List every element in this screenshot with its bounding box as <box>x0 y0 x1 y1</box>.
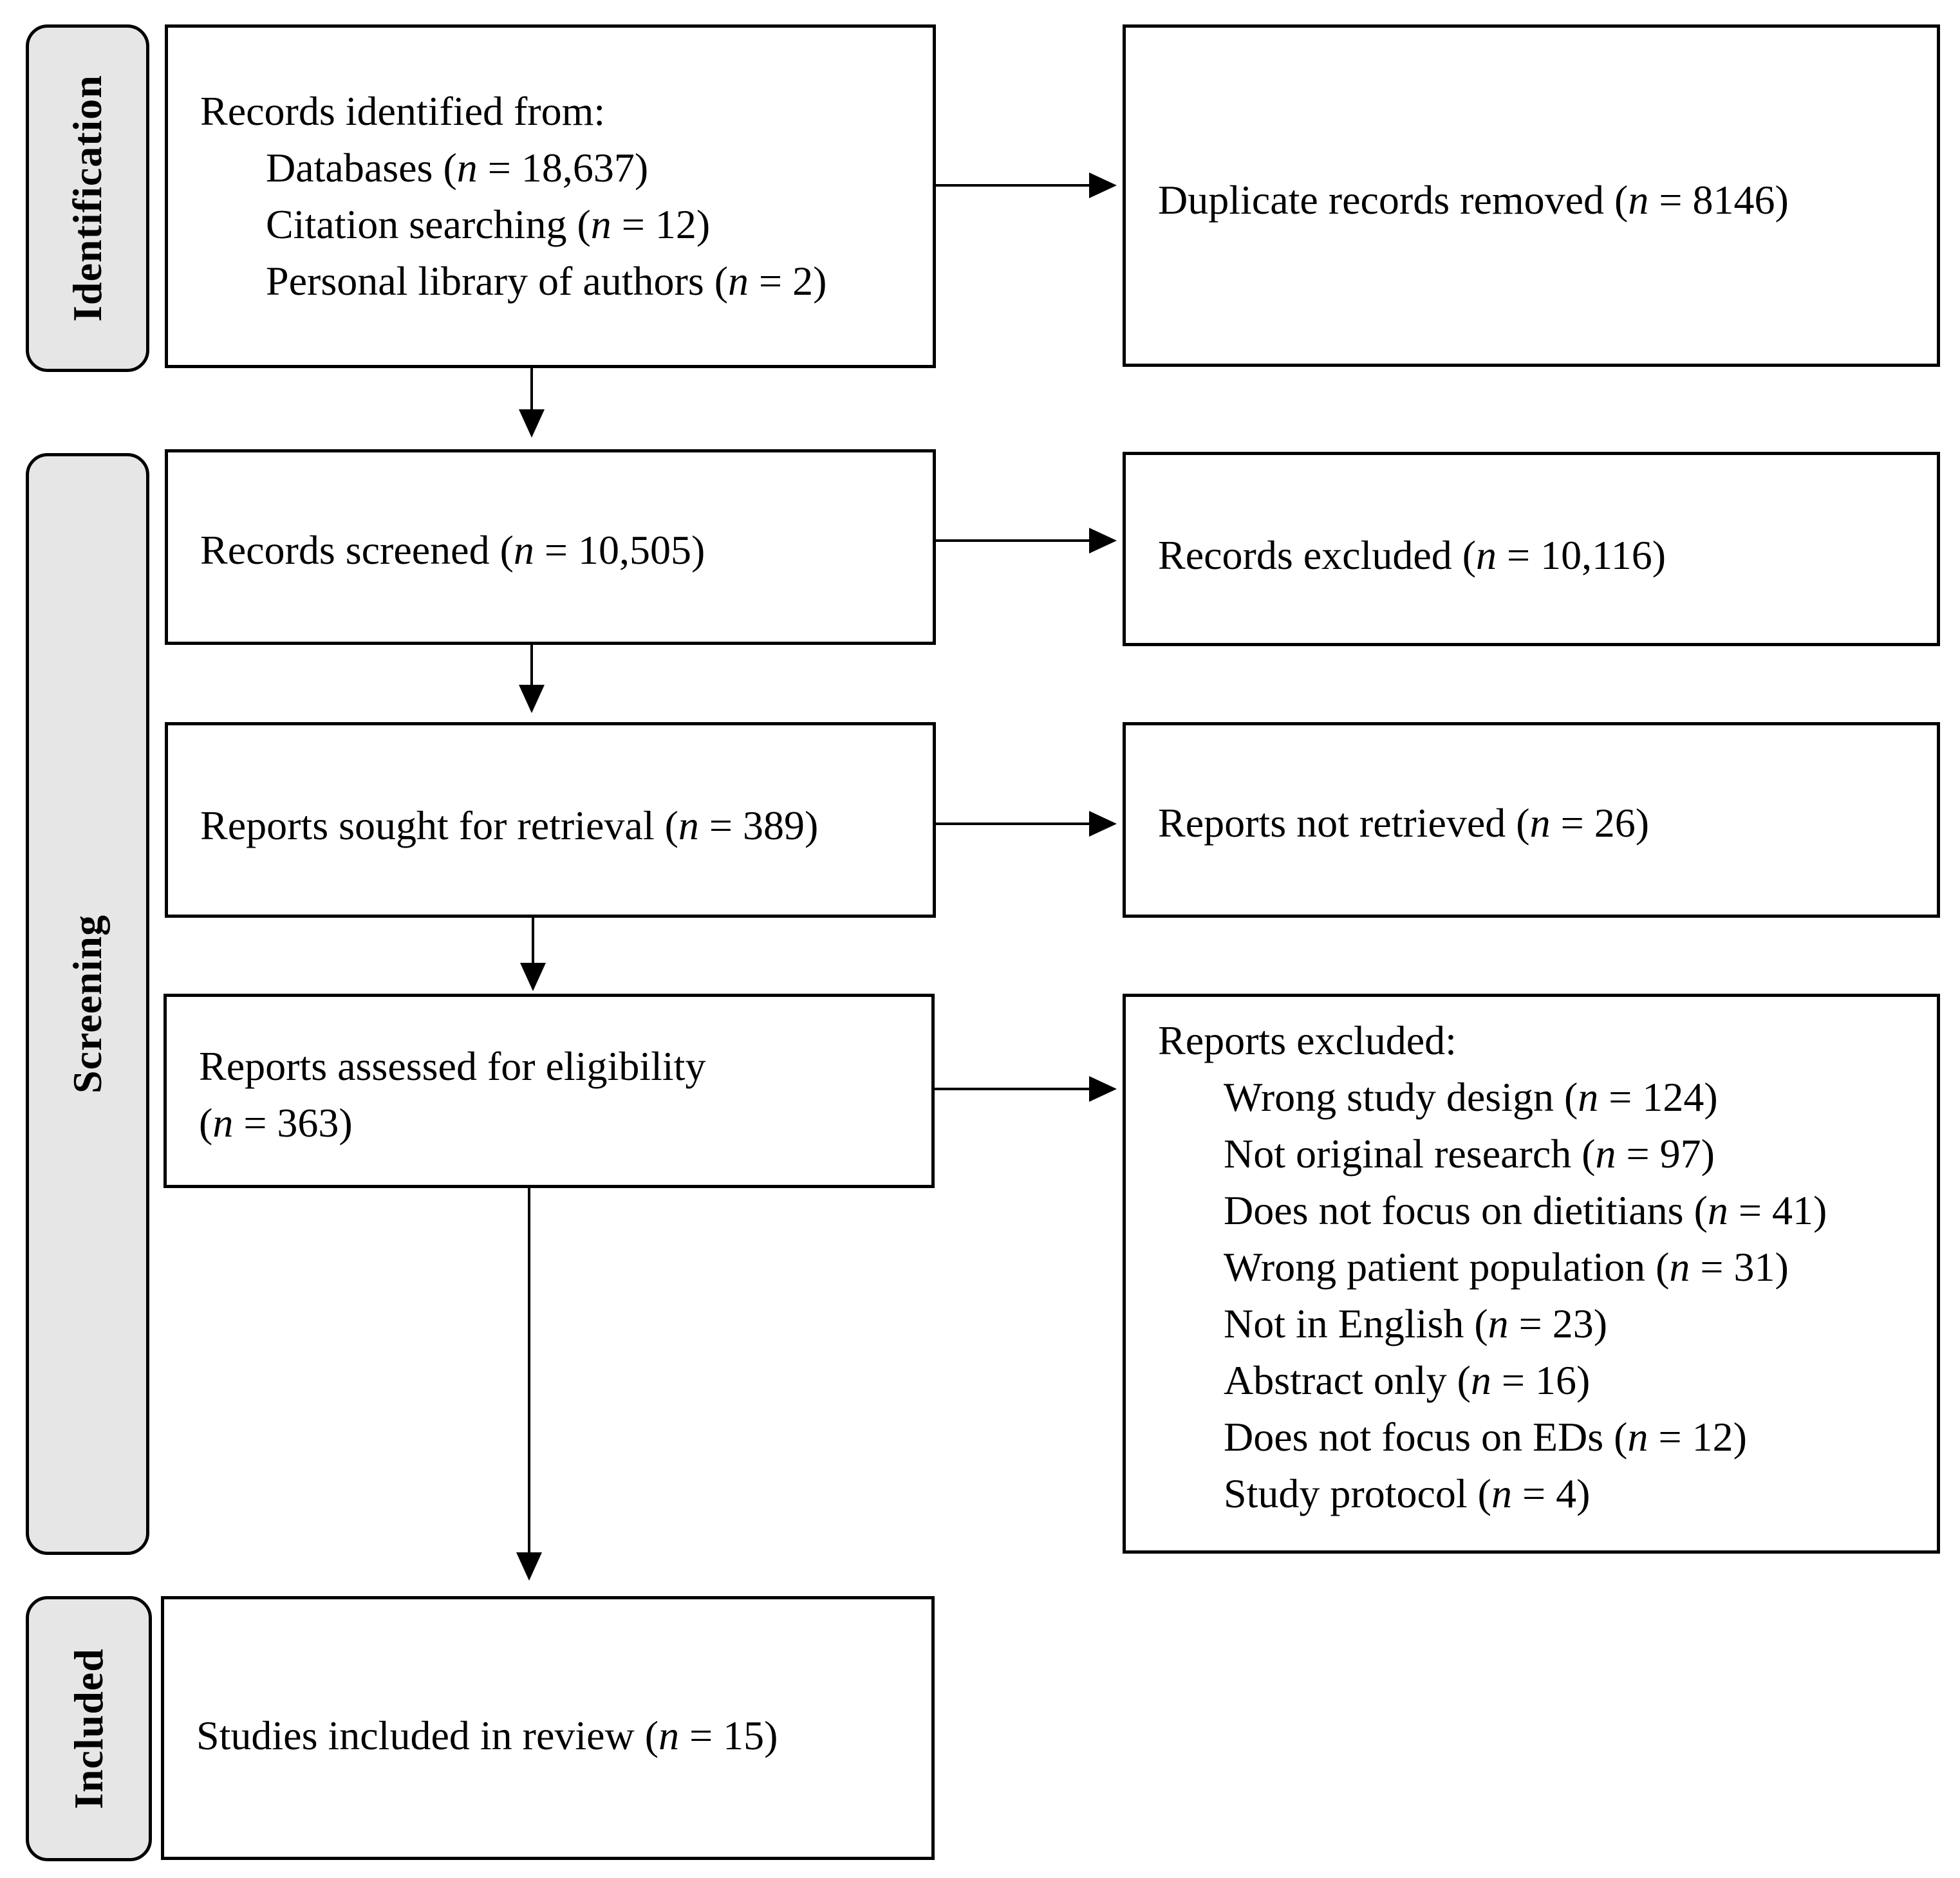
arrow-sought-to-not-retrieved <box>935 811 1117 837</box>
box-reports-excluded: Reports excluded: Wrong study design (n … <box>1123 994 1940 1554</box>
box-records-screened: Records screened (n = 10,505) <box>165 449 936 645</box>
reports-sought-text: Reports sought for retrieval (n = 389) <box>200 803 819 848</box>
arrow-identified-to-duplicates <box>935 172 1117 198</box>
stage-included-label: Included <box>66 1648 111 1809</box>
exclusion-reason: Wrong patient population (n = 31) <box>1224 1244 1789 1290</box>
source-personal-library: Personal library of authors (n = 2) <box>266 258 827 304</box>
source-citation-searching: Citation searching (n = 12) <box>266 201 711 247</box>
reports-excluded-heading: Reports excluded: <box>1158 1018 1457 1063</box>
records-identified-heading: Records identified from: <box>200 88 606 134</box>
stage-screening-label: Screening <box>64 914 110 1094</box>
exclusion-reason: Does not focus on EDs (n = 12) <box>1224 1414 1747 1460</box>
duplicates-removed-text: Duplicate records removed (n = 8146) <box>1158 177 1789 223</box>
exclusion-reason: Wrong study design (n = 124) <box>1224 1074 1718 1120</box>
reports-assessed-content: Reports assessed for eligibility (n = 36… <box>199 1038 705 1151</box>
exclusion-reason: Not original research (n = 97) <box>1224 1131 1715 1176</box>
stage-identification-label: Identification <box>64 75 110 322</box>
exclusion-reason: Not in English (n = 23) <box>1224 1301 1608 1346</box>
box-reports-not-retrieved: Reports not retrieved (n = 26) <box>1123 722 1940 918</box>
box-reports-sought: Reports sought for retrieval (n = 389) <box>165 722 936 918</box>
records-identified-content: Records identified from: Databases (n = … <box>200 83 826 310</box>
reports-not-retrieved-text: Reports not retrieved (n = 26) <box>1158 800 1649 846</box>
reports-excluded-content: Reports excluded: Wrong study design (n … <box>1158 1012 1827 1522</box>
source-databases: Databases (n = 18,637) <box>266 145 649 191</box>
arrow-screened-to-sought <box>519 645 545 713</box>
reports-assessed-label: Reports assessed for eligibility <box>199 1043 706 1089</box>
box-duplicates-removed: Duplicate records removed (n = 8146) <box>1123 24 1940 367</box>
arrow-assessed-to-reports-excluded <box>935 1076 1117 1102</box>
stage-identification: Identification <box>26 24 149 372</box>
arrow-identified-to-screened <box>519 368 545 438</box>
reports-assessed-count: (n = 363) <box>199 1100 353 1146</box>
box-records-excluded: Records excluded (n = 10,116) <box>1123 452 1940 646</box>
box-studies-included: Studies included in review (n = 15) <box>161 1596 935 1860</box>
stage-included: Included <box>26 1596 152 1861</box>
stage-screening: Screening <box>26 453 149 1555</box>
box-reports-assessed: Reports assessed for eligibility (n = 36… <box>163 994 935 1188</box>
records-screened-text: Records screened (n = 10,505) <box>200 527 705 573</box>
arrow-sought-to-assessed <box>520 918 546 991</box>
records-excluded-text: Records excluded (n = 10,116) <box>1158 532 1666 578</box>
exclusion-reason: Does not focus on dietitians (n = 41) <box>1224 1187 1827 1233</box>
studies-included-text: Studies included in review (n = 15) <box>196 1713 778 1758</box>
arrow-assessed-to-included <box>516 1187 542 1581</box>
exclusion-reason: Abstract only (n = 16) <box>1224 1357 1591 1403</box>
exclusion-reason: Study protocol (n = 4) <box>1224 1471 1591 1516</box>
box-records-identified: Records identified from: Databases (n = … <box>165 24 936 368</box>
arrow-screened-to-excluded <box>935 528 1117 553</box>
